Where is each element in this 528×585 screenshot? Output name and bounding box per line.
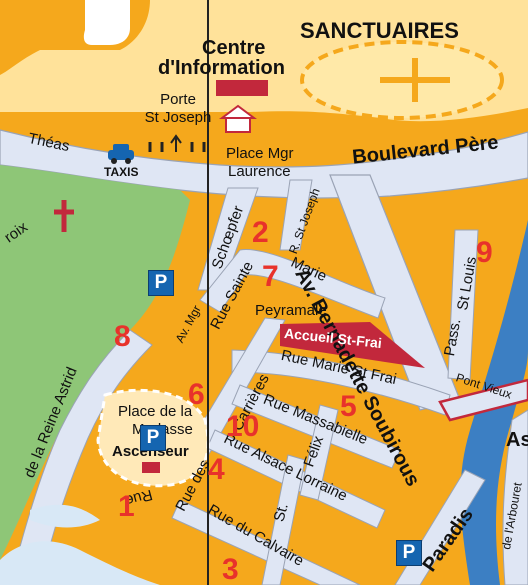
taxi-icon: [108, 144, 134, 164]
label-porte-1: Porte: [160, 91, 196, 108]
label-peyramale: Peyramale: [255, 302, 327, 319]
label-st: St.: [270, 501, 292, 524]
water-bottom-left-2: [30, 504, 100, 528]
label-centre-info-1: Centre: [202, 37, 266, 59]
marker-8[interactable]: 8: [114, 320, 131, 353]
marker-10[interactable]: 10: [226, 410, 260, 443]
ascenseur-box: [142, 462, 160, 473]
right-street: [502, 409, 528, 585]
st-road: [261, 454, 306, 585]
rue-sainte-marie-road: [199, 249, 386, 319]
label-place-mgr-2: Laurence: [228, 163, 291, 180]
label-taxis: TAXIS: [104, 165, 139, 179]
accueil-st-frai-building: [280, 322, 425, 368]
basilica-white: [83, 0, 130, 45]
marker-2[interactable]: 2: [252, 216, 269, 249]
park: [0, 165, 190, 560]
label-ascenseur: Ascenseur: [112, 443, 189, 460]
label-place-mgr-1: Place Mgr: [226, 145, 294, 162]
park-cross: [54, 200, 74, 232]
label-sanctuaires: SANCTUAIRES: [300, 18, 459, 43]
water-bottom-left: [0, 541, 160, 585]
felix-road: [299, 404, 339, 501]
information-house-icon: [219, 104, 257, 133]
pont-vieux-bridge: [438, 378, 528, 422]
marker-7[interactable]: 7: [262, 260, 279, 293]
parking-sign-1[interactable]: P: [148, 270, 174, 296]
gate-marks: [148, 142, 206, 152]
sanctuary-cross-mark: [380, 58, 450, 102]
label-as: As: [506, 429, 528, 451]
centre-information-box: [216, 80, 268, 96]
marker-6[interactable]: 6: [188, 378, 205, 411]
label-centre-info-2: d'Information: [158, 57, 285, 79]
rue-calvaire-road: [171, 499, 361, 585]
marker-1[interactable]: 1: [118, 490, 135, 523]
gate-arrow: [170, 134, 182, 152]
rue-marie-st-frai-road: [231, 349, 451, 416]
label-place-merlasse-1: Place de la: [118, 403, 193, 420]
parking-sign-3[interactable]: P: [396, 540, 422, 566]
label-porte-2: St Joseph: [144, 109, 212, 126]
marker-9[interactable]: 9: [476, 236, 493, 269]
parking-sign-2[interactable]: P: [140, 425, 166, 451]
r-st-joseph-road: [279, 179, 313, 251]
marker-4[interactable]: 4: [208, 453, 225, 486]
marker-3[interactable]: 3: [222, 553, 239, 585]
marker-5[interactable]: 5: [340, 390, 357, 423]
pass-st-louis-road: [447, 229, 479, 381]
